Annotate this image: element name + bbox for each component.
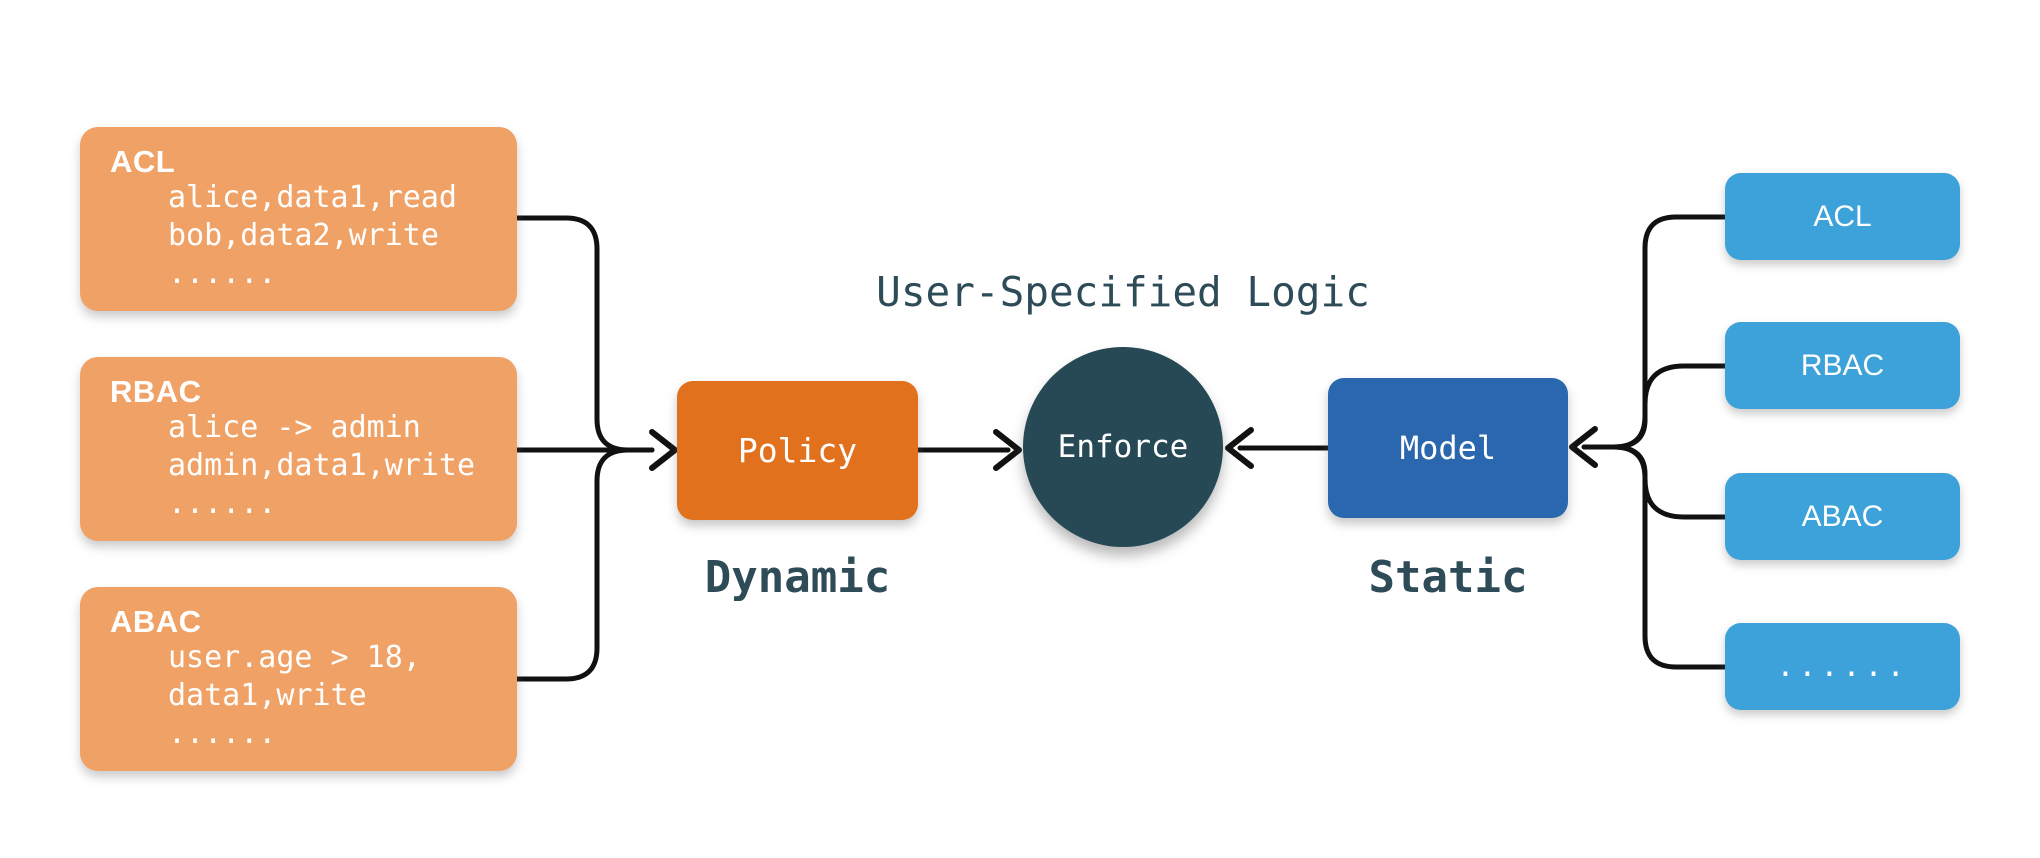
- source-box-abac: ABAC user.age > 18, data1,write ......: [80, 587, 517, 771]
- static-caption: Static: [1368, 552, 1528, 603]
- source-box-acl-line: ......: [168, 256, 277, 291]
- model-box-others: ......: [1725, 623, 1960, 710]
- source-box-rbac-line: admin,data1,write: [168, 448, 476, 483]
- connector-group: [514, 214, 1728, 682]
- policy-node: Policy: [677, 381, 918, 520]
- connector-right-abac: [1611, 444, 1728, 520]
- model-box-abac: ABAC: [1725, 473, 1960, 560]
- model-box-acl: ACL: [1725, 173, 1960, 260]
- arrowhead-into-enforce-right: [1225, 427, 1254, 469]
- connector-left-acl: [514, 215, 655, 453]
- source-box-rbac-line: ......: [168, 486, 277, 521]
- connector-left-abac: [514, 447, 631, 682]
- diagram-title: User-Specified Logic: [876, 268, 1370, 316]
- source-box-rbac: RBAC alice -> admin admin,data1,write ..…: [80, 357, 517, 541]
- source-box-abac-line: data1,write: [168, 678, 367, 713]
- source-box-rbac-line: alice -> admin: [168, 410, 421, 445]
- connector-right-acl: [1611, 214, 1728, 450]
- source-box-acl: ACL alice,data1,read bob,data2,write ...…: [80, 127, 517, 311]
- connector-right-rbac: [1611, 363, 1728, 450]
- arrowhead-into-policy: [649, 429, 678, 471]
- connector-right-dots: [1611, 444, 1728, 670]
- source-box-acl-header: ACL: [110, 144, 176, 179]
- arrowhead-into-model: [1569, 426, 1598, 468]
- arrowhead-into-enforce-left: [993, 429, 1022, 471]
- source-box-abac-line: user.age > 18,: [168, 640, 421, 675]
- dynamic-caption: Dynamic: [704, 552, 891, 603]
- source-box-acl-line: bob,data2,write: [168, 218, 439, 253]
- model-node: Model: [1328, 378, 1568, 518]
- source-box-rbac-header: RBAC: [110, 374, 202, 409]
- enforce-node: Enforce: [1023, 347, 1223, 547]
- source-box-abac-line: ......: [168, 716, 277, 751]
- source-box-abac-header: ABAC: [110, 604, 202, 639]
- model-box-rbac: RBAC: [1725, 322, 1960, 409]
- source-box-acl-line: alice,data1,read: [168, 180, 457, 215]
